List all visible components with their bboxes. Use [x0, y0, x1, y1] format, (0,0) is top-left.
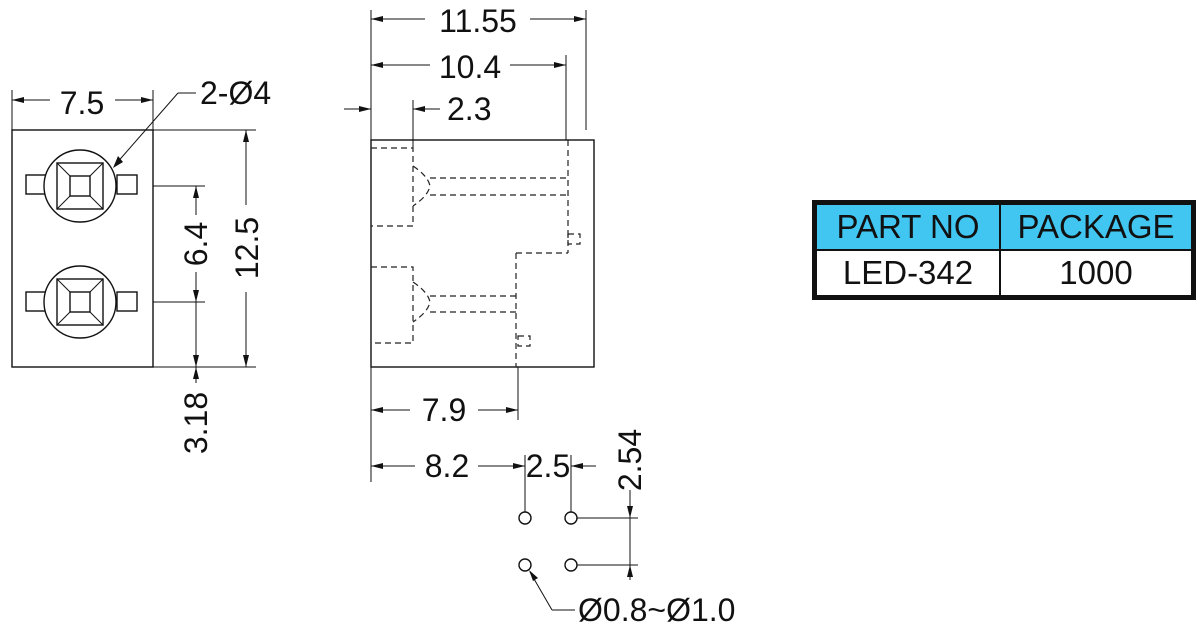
dim-10-4 — [371, 55, 567, 140]
label-2-3: 2.3 — [447, 91, 491, 127]
part-table: PART NO PACKAGE LED-342 1000 — [812, 200, 1196, 300]
leader-pin-hole — [529, 570, 575, 611]
dim-11-55 — [370, 10, 587, 140]
label-pin-hole: Ø0.8~Ø1.0 — [578, 592, 735, 628]
label-7-9: 7.9 — [422, 392, 466, 428]
part-table-header: PART NO PACKAGE — [813, 201, 1195, 251]
label-3-18: 3.18 — [178, 392, 214, 454]
led-lens-bottom — [25, 265, 138, 339]
lower-led-hidden-lines — [371, 253, 531, 367]
label-2-o4: 2-Ø4 — [200, 75, 271, 111]
side-body-outline — [370, 139, 595, 368]
label-2-5: 2.5 — [526, 448, 570, 484]
side-view — [344, 10, 638, 611]
dim-12-5 — [153, 129, 256, 368]
dim-6-4-3-18 — [153, 185, 205, 383]
label-10-4: 10.4 — [439, 49, 501, 85]
pin-holes — [518, 511, 578, 572]
label-7-5: 7.5 — [60, 85, 104, 121]
label-2-54: 2.54 — [612, 429, 648, 491]
dim-2-54 — [577, 490, 638, 580]
header-package: PACKAGE — [999, 201, 1195, 251]
label-11-55: 11.55 — [439, 3, 517, 39]
label-12-5: 12.5 — [229, 217, 265, 279]
label-8-2: 8.2 — [425, 448, 469, 484]
front-view — [11, 90, 256, 383]
header-part-no: PART NO — [813, 201, 1001, 251]
dim-8-2-2-5 — [370, 420, 596, 512]
label-6-4: 6.4 — [178, 222, 214, 266]
cell-part-no: LED-342 — [813, 249, 1001, 299]
dim-7-5 — [11, 90, 154, 130]
leader-2-o4 — [113, 92, 196, 168]
front-body-outline — [11, 129, 154, 368]
led-lens-top — [25, 149, 138, 223]
dim-7-9 — [370, 367, 519, 420]
part-table-row: LED-342 1000 — [813, 249, 1195, 299]
upper-led-hidden-lines — [371, 140, 581, 254]
dim-2-3 — [344, 100, 440, 148]
cell-package: 1000 — [999, 249, 1195, 299]
